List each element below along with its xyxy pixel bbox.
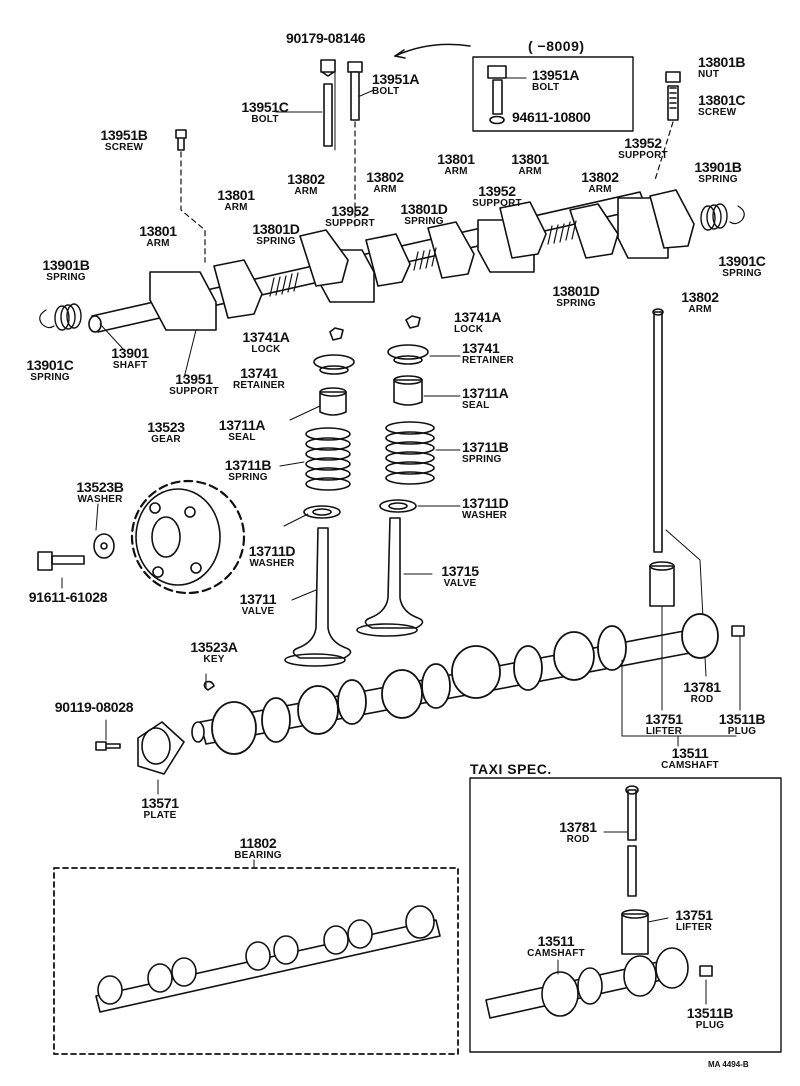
bearing-box xyxy=(53,867,459,1055)
label-90119-08028: 90119-08028 xyxy=(54,699,134,715)
drawing-code: MA 4494-B xyxy=(708,1060,749,1069)
taxi-spec-box xyxy=(469,777,782,1053)
top-bolts xyxy=(175,59,681,263)
inset-box xyxy=(394,43,634,132)
label-inset-94611-10800: 94611-10800 xyxy=(512,109,591,125)
rocker-assembly xyxy=(39,189,745,333)
leader-lines xyxy=(61,65,741,869)
taxi-spec-title: TAXI SPEC. xyxy=(470,761,552,777)
label-90179-08146: 90179-08146 xyxy=(286,30,366,46)
inset-title: ( −8009) xyxy=(528,38,585,54)
label-91611-61028: 91611-61028 xyxy=(28,589,108,605)
valve-train xyxy=(284,315,435,667)
timing-gear xyxy=(37,479,246,595)
camshaft xyxy=(95,613,719,775)
